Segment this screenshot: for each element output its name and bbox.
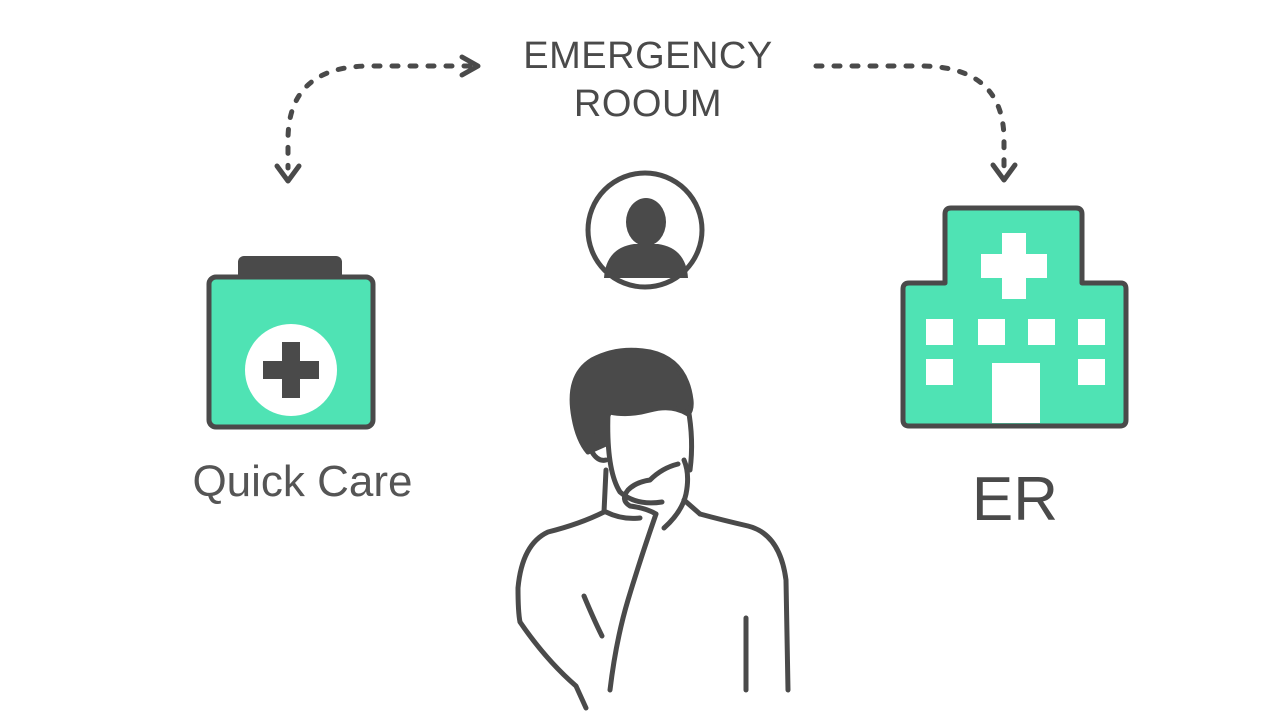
left-dotted-arrow — [274, 54, 481, 184]
title-line-1: EMERGENCY — [523, 35, 773, 77]
quick-care-label: Quick Care — [192, 457, 413, 506]
diagram-title: EMERGENCY ROOUM — [480, 32, 816, 128]
er-label: ER — [971, 465, 1059, 534]
right-dotted-arrow — [813, 63, 1018, 183]
hospital-icon — [900, 205, 1129, 429]
medical-kit-icon — [206, 256, 376, 430]
thinking-person-figure — [515, 347, 791, 711]
person-avatar-icon — [585, 170, 705, 290]
title-line-2: ROOUM — [573, 83, 723, 125]
